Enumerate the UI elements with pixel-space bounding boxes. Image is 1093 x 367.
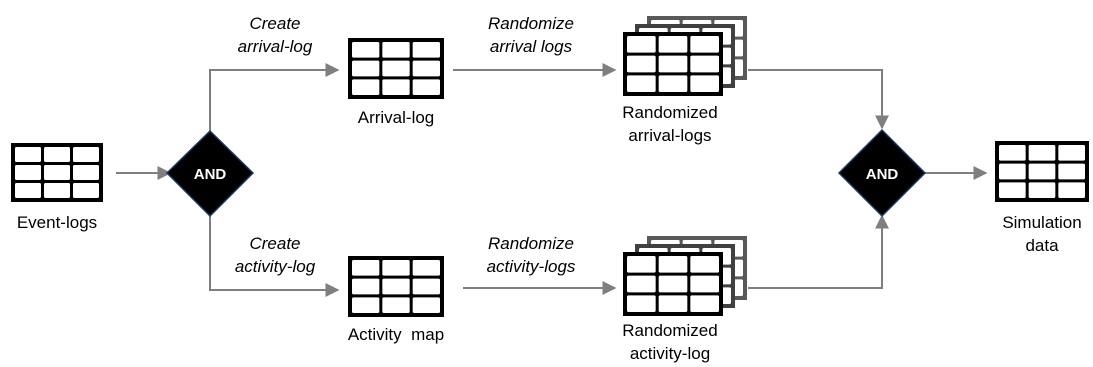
table-cell <box>999 182 1026 198</box>
table-cell <box>627 75 656 92</box>
table-cell <box>690 275 719 293</box>
randomized-activity-label-2: activity-log <box>630 344 710 363</box>
table-cell <box>382 297 410 313</box>
arrow-gate-to-activity <box>209 216 340 297</box>
simulation-data-label-1: Simulation <box>1002 213 1081 232</box>
table-cell <box>73 165 99 180</box>
event-logs-table-icon <box>11 143 103 202</box>
table-cell <box>1058 145 1085 161</box>
create-activity-label-2: activity-log <box>235 257 316 276</box>
activity-map-table-icon <box>348 256 444 317</box>
table-cell <box>658 55 688 73</box>
table-cell <box>352 260 380 276</box>
table-cell <box>352 278 380 295</box>
split-gateway-label: AND <box>194 166 227 183</box>
table-cell <box>627 295 656 312</box>
arrow-randomized-arrival-to-join <box>748 69 889 130</box>
split-and-gateway: AND <box>165 129 255 218</box>
simulation-data-label-2: data <box>1025 236 1059 255</box>
join-and-gateway: AND <box>837 128 927 218</box>
and-diamond-icon <box>837 128 927 218</box>
table-cell <box>627 55 656 73</box>
table-cell <box>999 145 1026 161</box>
table-cell <box>44 183 70 198</box>
randomize-arrival-label-1: Randomize <box>488 14 574 33</box>
arrival-log-table-icon <box>348 38 444 99</box>
table-cell <box>1028 145 1056 161</box>
table-cell <box>999 163 1026 180</box>
table-cell <box>690 36 719 53</box>
table-cell <box>352 79 380 95</box>
table-cell <box>382 42 410 58</box>
table-cell <box>382 260 410 276</box>
table-cell <box>1028 163 1056 180</box>
table-cell <box>352 60 380 77</box>
table-cell <box>382 60 410 77</box>
simulation-data-table-icon <box>995 141 1089 202</box>
connectors <box>116 63 988 297</box>
table-cell <box>73 147 99 162</box>
randomized-arrival-label-1: Randomized <box>622 103 717 122</box>
table-cell <box>382 278 410 295</box>
randomized-arrival-label-2: arrival-logs <box>628 126 711 145</box>
table-cell <box>412 42 440 58</box>
table-cell <box>627 256 656 273</box>
randomized-arrival-stack-icon <box>623 16 747 96</box>
create-activity-label-1: Create <box>249 234 300 253</box>
table-cell <box>15 183 41 198</box>
table-cell <box>412 260 440 276</box>
randomize-activity-label-1: Randomize <box>488 234 574 253</box>
table-cell <box>1058 182 1085 198</box>
table-cell <box>15 147 41 162</box>
randomize-activity-label-2: activity-logs <box>487 257 576 276</box>
arrow-gate-to-arrival <box>209 63 340 131</box>
table-cell <box>44 165 70 180</box>
table-cell <box>15 165 41 180</box>
table-cell <box>627 275 656 293</box>
and-diamond-icon <box>165 129 255 218</box>
join-gateway-label: AND <box>866 166 899 183</box>
table-cell <box>1058 163 1085 180</box>
table-cell <box>658 295 688 312</box>
table-cell <box>690 256 719 273</box>
activity-map-label: Activity map <box>348 325 444 344</box>
randomized-activity-stack-icon <box>623 236 747 316</box>
table-cell <box>412 297 440 313</box>
create-arrival-label-2: arrival-log <box>238 37 313 56</box>
table-cell <box>690 55 719 73</box>
table-cell <box>352 297 380 313</box>
arrival-log-label: Arrival-log <box>358 108 435 127</box>
table-cell <box>382 79 410 95</box>
table-cell <box>412 278 440 295</box>
table-cell <box>412 60 440 77</box>
randomize-arrival-label-2: arrival logs <box>490 37 573 56</box>
table-cell <box>690 75 719 92</box>
arrow-randomized-activity-to-join <box>748 214 889 289</box>
table-cell <box>690 295 719 312</box>
table-cell <box>658 75 688 92</box>
table-cell <box>1028 182 1056 198</box>
randomized-activity-label-1: Randomized <box>622 321 717 340</box>
table-cell <box>352 42 380 58</box>
event-logs-label: Event-logs <box>17 213 97 232</box>
table-cell <box>73 183 99 198</box>
table-cell <box>627 36 656 53</box>
table-cell <box>658 256 688 273</box>
table-cell <box>658 275 688 293</box>
create-arrival-label-1: Create <box>249 14 300 33</box>
table-cell <box>412 79 440 95</box>
table-cell <box>44 147 70 162</box>
table-cell <box>658 36 688 53</box>
